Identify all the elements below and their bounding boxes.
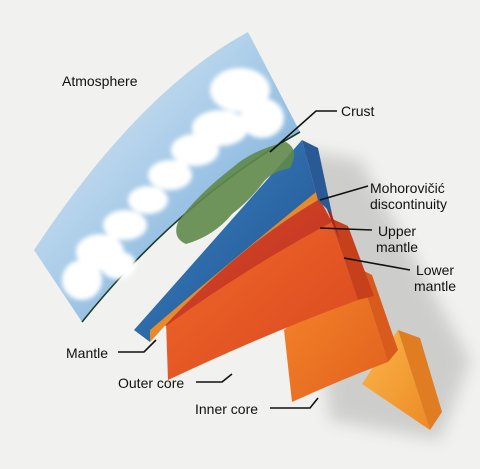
leader-inner-core	[270, 397, 319, 409]
label-crust: Crust	[341, 103, 375, 119]
leader-mantle	[118, 339, 157, 353]
label-lower-mantle: Lower mantle	[414, 262, 457, 294]
leader-upper-mantle	[319, 227, 373, 231]
crust-edge-band	[150, 192, 318, 342]
label-mohorovicic-discontinuity: Mohorovičić discontinuity	[370, 180, 448, 212]
leader-lines	[118, 110, 411, 409]
label-upper-mantle: Upper mantle	[376, 223, 419, 255]
label-mantle: Mantle	[66, 345, 109, 361]
ocean-surface	[134, 140, 318, 342]
leader-moho	[319, 185, 369, 201]
leader-lower-mantle	[343, 257, 411, 271]
label-atmosphere: Atmosphere	[62, 73, 138, 89]
inner-core-block	[362, 330, 442, 430]
label-outer-core: Outer core	[118, 375, 185, 391]
leader-crust	[269, 110, 337, 153]
label-inner-core: Inner core	[195, 401, 259, 417]
leader-outer-core	[196, 373, 233, 383]
atmosphere-layer	[34, 32, 301, 323]
continent	[176, 142, 295, 244]
cloud-cluster	[62, 68, 284, 300]
crust-slab	[134, 140, 332, 342]
